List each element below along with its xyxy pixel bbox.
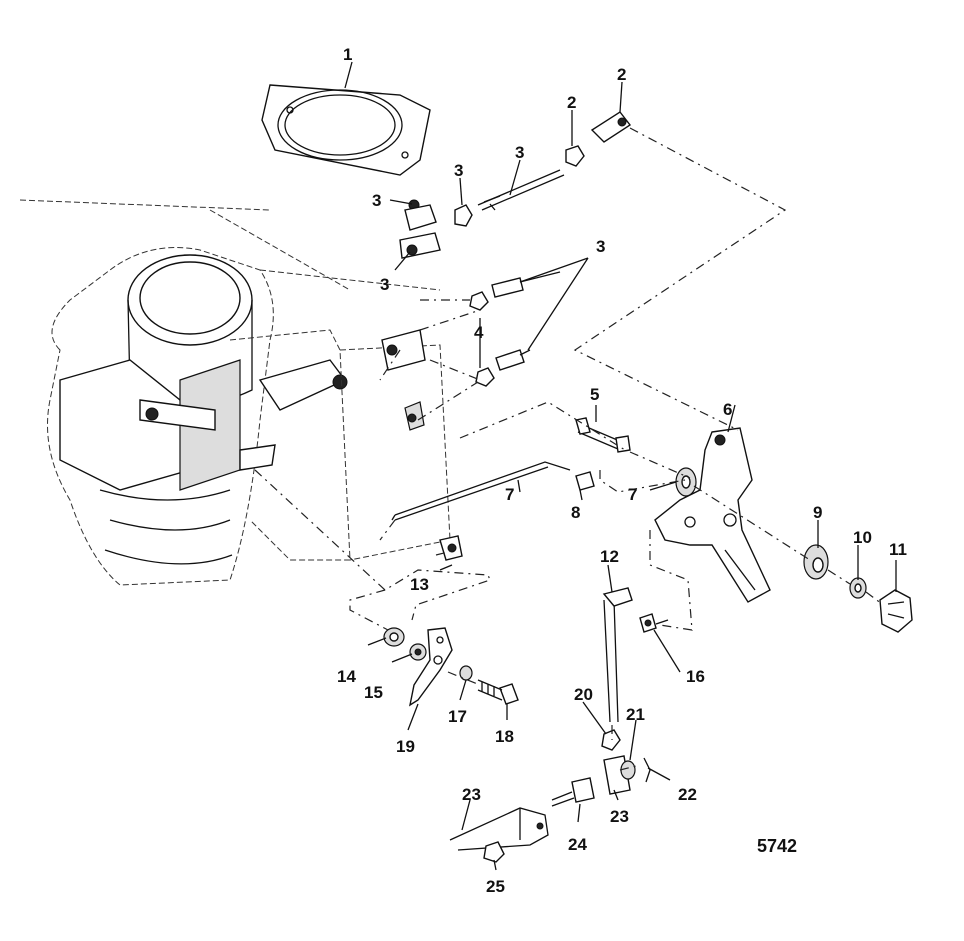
callout-13: 23 <box>610 807 629 826</box>
linkage-rod-11 <box>449 587 669 863</box>
throttle-link-rod <box>399 111 632 259</box>
callout-14: 24 <box>568 835 587 854</box>
callout-15: 25 <box>486 877 505 896</box>
figure-number: 5742 <box>757 836 797 856</box>
callout-17: 22 <box>678 785 697 804</box>
callout-3-lower: 20 <box>574 685 593 704</box>
callout-26: 23 <box>462 785 481 804</box>
leader-lines <box>344 61 897 871</box>
callout-labels: 1 2 2 3 3 3 3 3 4 5 6 7 7 8 9 10 11 12 1… <box>337 45 907 896</box>
callout-3-mid: 4 <box>474 323 484 342</box>
link-rod-24 <box>391 461 595 561</box>
callout-1: 3 <box>372 191 381 210</box>
callout-2-mid: 3 <box>380 275 389 294</box>
callout-2-top: 2 <box>617 65 626 84</box>
callout-21: 15 <box>364 683 383 702</box>
engine-body <box>19 199 451 586</box>
callout-6: 5 <box>590 385 599 404</box>
throttle-bracket-assembly <box>575 417 913 633</box>
bracket-screws <box>381 271 561 431</box>
callout-18: 18 <box>495 727 514 746</box>
callout-20: 19 <box>396 737 415 756</box>
cam-lever-assembly <box>383 627 519 707</box>
callout-7-left: 7 <box>628 485 637 504</box>
callout-23-right: 8 <box>571 503 580 522</box>
callout-5: 3 <box>596 237 605 256</box>
callout-24: 7 <box>505 485 514 504</box>
callout-16: 21 <box>626 705 645 724</box>
callout-9: 11 <box>889 540 907 559</box>
assembly-reference-lines <box>254 127 883 771</box>
callout-23-left: 13 <box>410 575 429 594</box>
callout-7-right: 9 <box>813 503 822 522</box>
callout-4: 3 <box>515 143 524 162</box>
callout-22: 14 <box>337 667 356 686</box>
callout-3-top-mid: 3 <box>454 161 463 180</box>
part-25-gasket-plate <box>261 84 431 176</box>
callout-19: 17 <box>448 707 467 726</box>
callout-8: 10 <box>853 528 872 547</box>
callout-11: 12 <box>600 547 619 566</box>
callout-3-top-right: 2 <box>567 93 576 112</box>
callout-12: 16 <box>686 667 705 686</box>
callout-10: 6 <box>723 400 732 419</box>
callout-25: 1 <box>343 45 352 64</box>
